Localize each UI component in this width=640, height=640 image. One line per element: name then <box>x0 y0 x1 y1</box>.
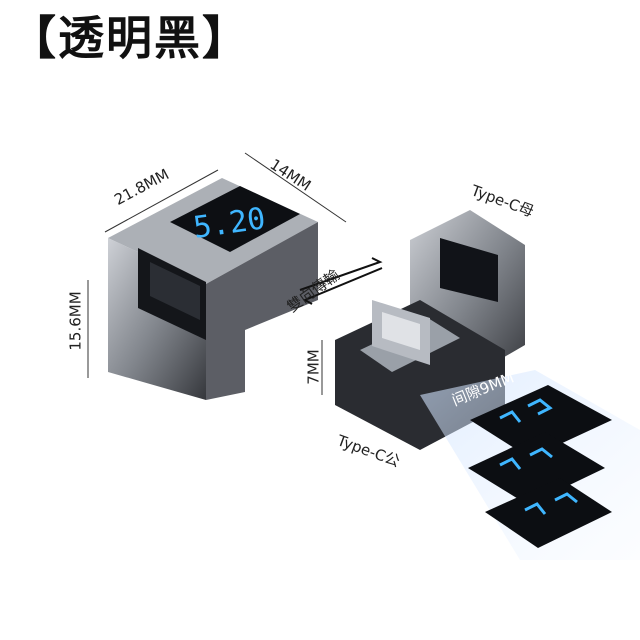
display-panel-1 <box>470 385 612 458</box>
display-panel-2 <box>468 432 605 505</box>
product-title: 【透明黑】 <box>10 11 250 65</box>
bidirectional-arrows <box>299 257 383 305</box>
plug-height-dimension: 7MM <box>304 349 323 385</box>
dimension-lines <box>87 152 347 395</box>
display-panel-3 <box>485 478 612 548</box>
height-dimension: 15.6MM <box>66 291 85 351</box>
left-adapter: 5.20 <box>108 178 318 400</box>
display-digits <box>499 398 578 515</box>
